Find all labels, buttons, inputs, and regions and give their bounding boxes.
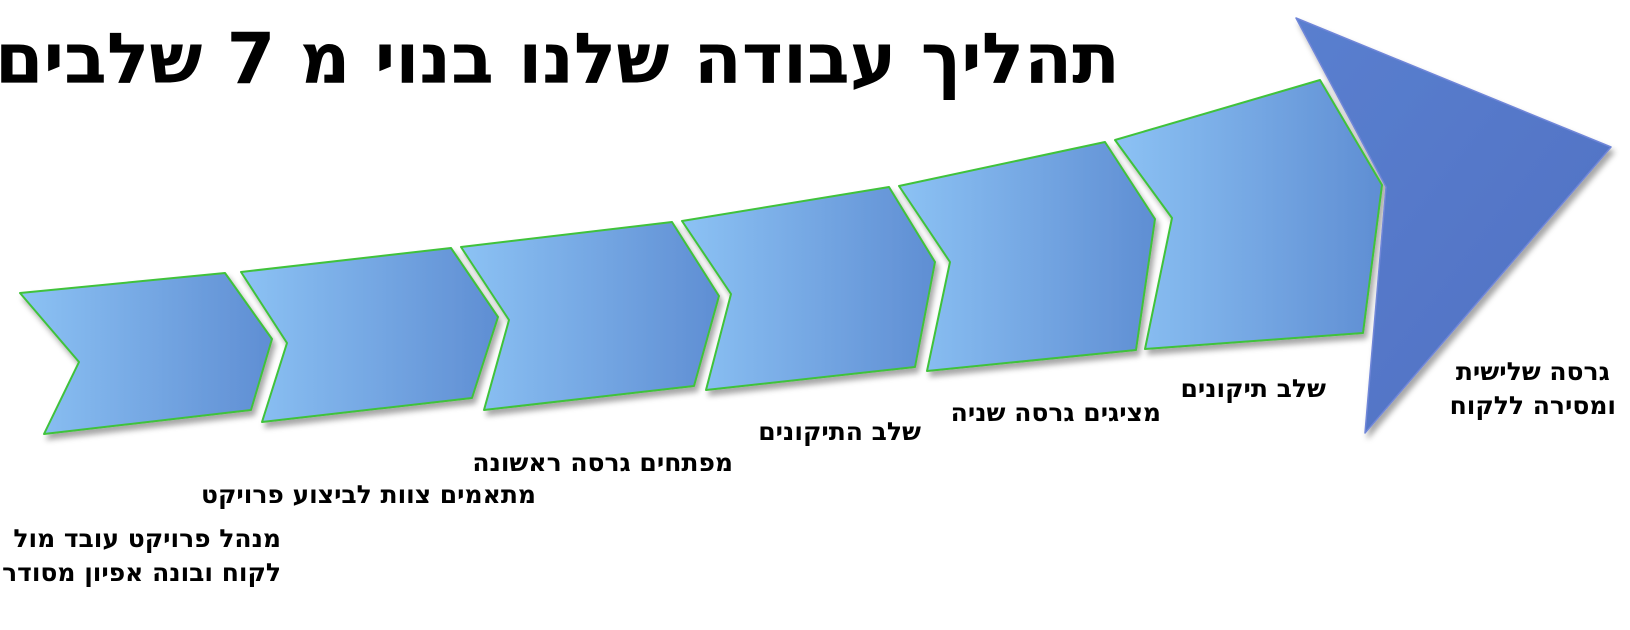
- chevron-step-5: [898, 141, 1156, 372]
- step-label-6-line-1: שלב תיקונים: [1180, 374, 1326, 403]
- step-label-1: מנהל פרויקט עובד מול לקוח ובונה אפיון מס…: [2, 522, 281, 590]
- step-label-2-line-1: מתאמים צוות לביצוע פרויקט: [200, 480, 536, 509]
- step-label-5-line-1: מציגים גרסה שניה: [950, 398, 1161, 427]
- page-title: תהליך עבודה שלנו בנוי מ 7 שלבים: [0, 18, 1120, 100]
- chevron-step-6: [1114, 79, 1383, 350]
- step-label-1-line-2: לקוח ובונה אפיון מסודר: [2, 558, 281, 587]
- step-label-7-line-1: גרסה שלישית: [1455, 357, 1610, 386]
- step-label-4-line-1: שלב התיקונים: [758, 417, 921, 446]
- step-label-1-line-1: מנהל פרויקט עובד מול: [13, 524, 281, 553]
- chevron-step-1: [19, 272, 273, 435]
- chevron-step-2: [240, 247, 499, 423]
- step-label-3: מפתחים גרסה ראשונה: [472, 446, 733, 480]
- chevron-step-4: [681, 186, 936, 391]
- step-label-2: מתאמים צוות לביצוע פרויקט: [201, 478, 536, 512]
- step-label-7: גרסה שלישית ומסירה ללקוח: [1450, 355, 1616, 423]
- arrowhead-final: [1295, 17, 1612, 434]
- chevron-step-3: [460, 221, 720, 411]
- step-label-7-line-2: ומסירה ללקוח: [1449, 391, 1616, 420]
- step-label-3-line-1: מפתחים גרסה ראשונה: [472, 448, 733, 477]
- step-label-6: שלב תיקונים: [1180, 372, 1326, 406]
- step-label-5: מציגים גרסה שניה: [951, 396, 1161, 430]
- step-label-4: שלב התיקונים: [758, 415, 921, 449]
